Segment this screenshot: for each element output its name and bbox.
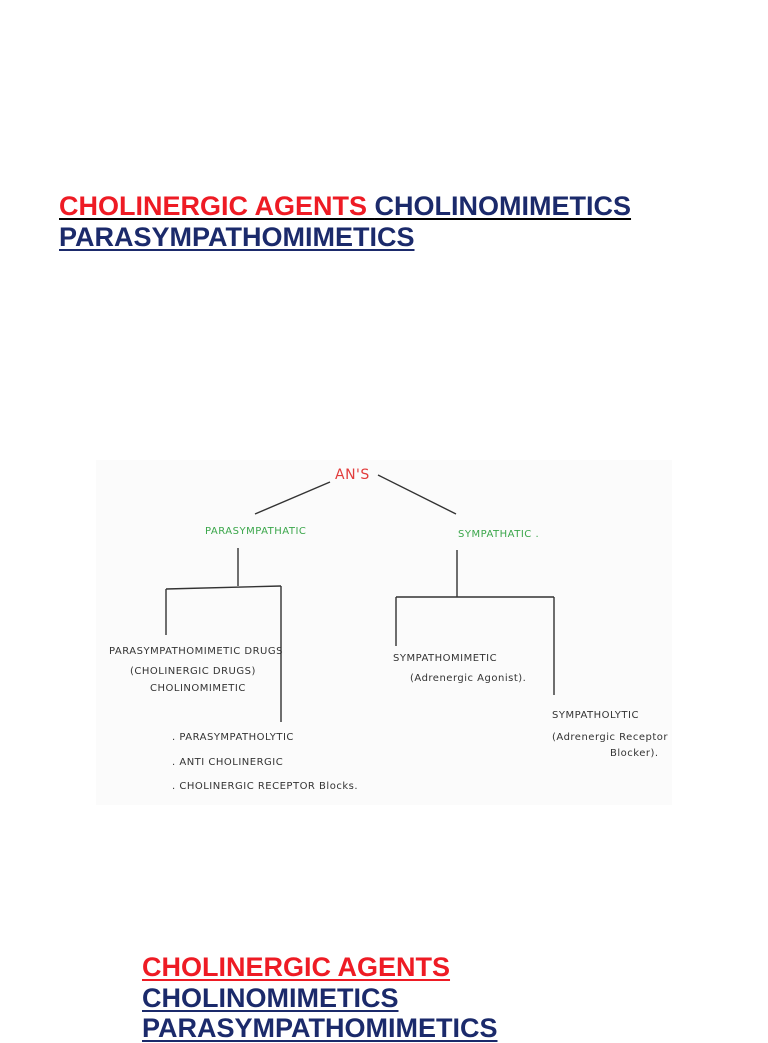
line-root-right [377, 474, 457, 515]
heading-line-2: PARASYMPATHOMIMETICS [59, 222, 415, 252]
node-parasympathatic: PARASYMPATHATIC [205, 526, 307, 537]
node-sympatholytic-3: Blocker). [610, 748, 659, 759]
bottom-heading-line-1: CHOLINERGIC AGENTS [142, 952, 451, 982]
node-parasympathomimetic-2: (CHOLINERGIC DRUGS) [130, 666, 256, 677]
node-parasympathomimetic-3: CHOLINOMIMETIC [150, 683, 246, 694]
node-ans: AN'S [335, 467, 370, 483]
node-sympatholytic-1: SYMPATHOLYTIC [552, 710, 639, 721]
node-parasympatholytic-1: . PARASYMPATHOLYTIC [172, 732, 294, 743]
diagram-lines [165, 474, 555, 722]
node-sympatholytic-2: (Adrenergic Receptor [552, 732, 668, 743]
line-root-left [254, 481, 331, 515]
heading-blue-text: CHOLINOMIMETICS [374, 191, 632, 221]
node-sympathomimetic-2: (Adrenergic Agonist). [410, 673, 527, 684]
line-left-bar [165, 585, 282, 590]
node-parasympatholytic-3: . CHOLINERGIC RECEPTOR Blocks. [172, 781, 358, 792]
node-parasympathomimetic-1: PARASYMPATHOMIMETIC DRUGS [109, 646, 283, 657]
heading-red-text: CHOLINERGIC AGENTS [59, 191, 368, 221]
bottom-heading-line-2: CHOLINOMIMETICS [142, 983, 399, 1013]
bottom-heading-line-3: PARASYMPATHOMIMETICS [142, 1013, 498, 1043]
node-parasympatholytic-2: . ANTI CHOLINERGIC [172, 757, 284, 768]
node-sympathatic: SYMPATHATIC . [458, 529, 540, 540]
heading-line-1: CHOLINERGIC AGENTS CHOLINOMIMETICS [59, 191, 631, 221]
ans-diagram-image: AN'S PARASYMPATHATIC SYMPATHATIC . PARAS… [96, 460, 672, 805]
node-sympathomimetic-1: SYMPATHOMIMETIC [393, 653, 498, 664]
